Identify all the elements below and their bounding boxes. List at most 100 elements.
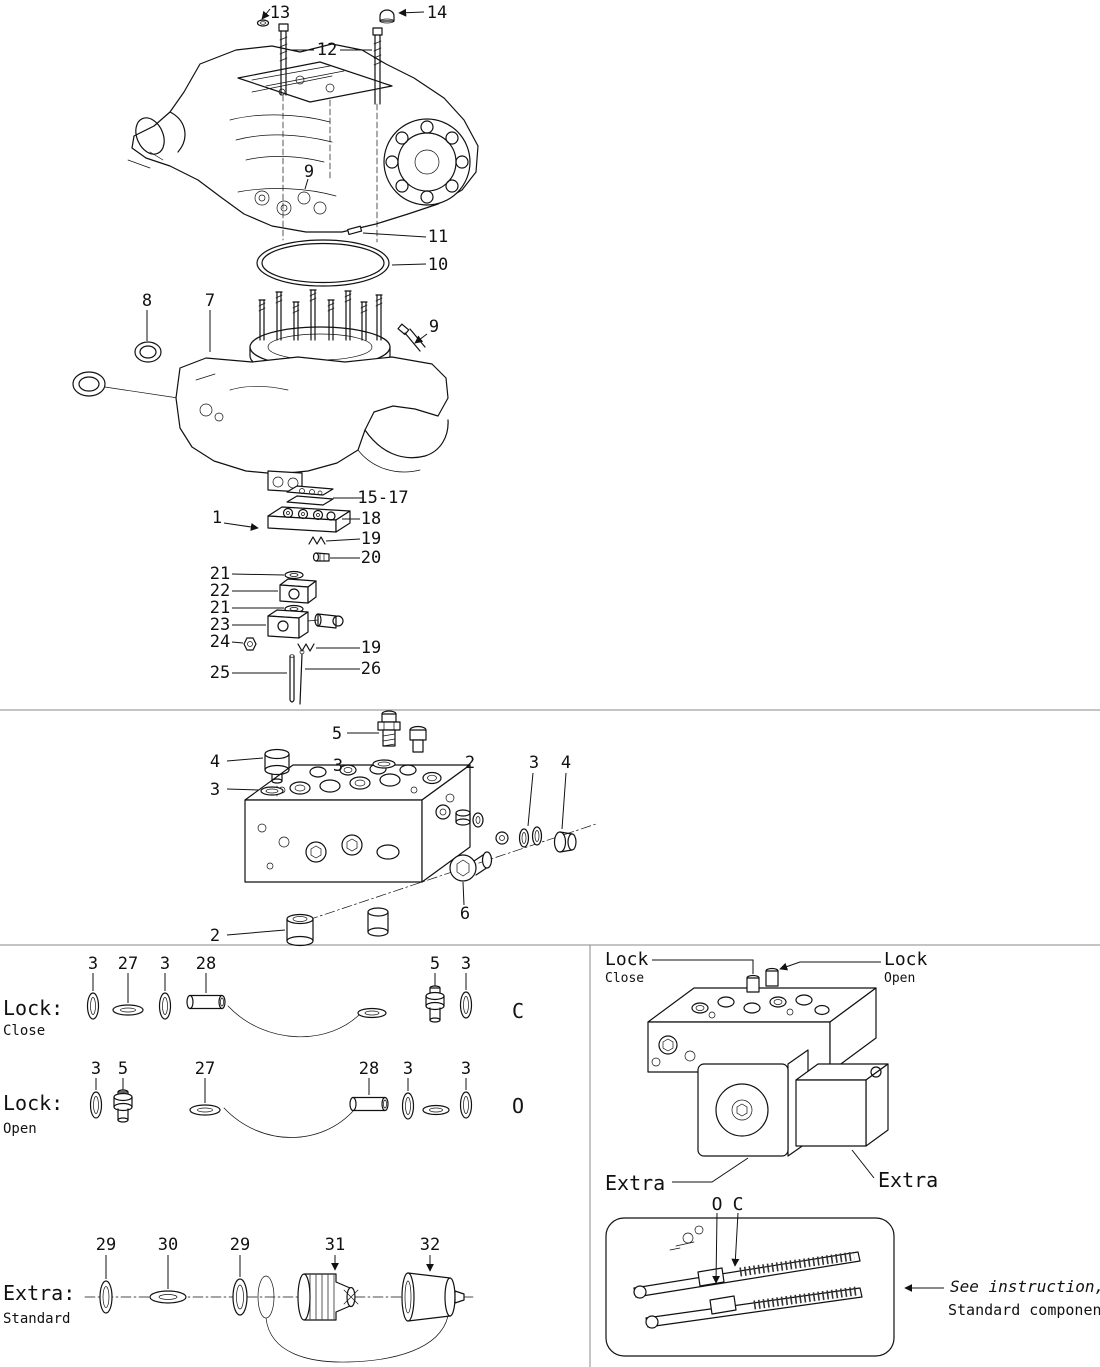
right-valve-block-drawing (647, 967, 877, 1073)
instruction-line1: See instruction, (950, 1277, 1100, 1296)
callout-19a: 19 (361, 529, 381, 549)
lock-close-sublabel: Close (3, 1023, 45, 1039)
callout-15-17: 15-17 (357, 488, 408, 508)
extra-label: Extra: (3, 1281, 75, 1305)
callout-20: 20 (361, 548, 381, 568)
callout-3: 3 (461, 1059, 471, 1079)
callout-3c: 3 (529, 753, 539, 773)
dust-cap-32-drawing (401, 1272, 465, 1322)
extra-left-label: Extra (605, 1171, 665, 1195)
callout-5: 5 (430, 954, 440, 974)
callout-3: 3 (88, 954, 98, 974)
lock-open-label: Lock: (3, 1091, 63, 1115)
callout-3: 3 (91, 1059, 101, 1079)
top-callouts: 13 14 12 11 10 8 7 9 9 15-17 1 18 19 20 … (142, 3, 448, 683)
seal-rings-3-drawing (260, 759, 396, 796)
callout-18: 18 (361, 509, 381, 529)
callout-29a: 29 (96, 1235, 116, 1255)
bracket-housing-drawing (175, 356, 449, 493)
callout-27: 27 (118, 954, 138, 974)
valve-plate-18-drawing (267, 506, 351, 533)
extra-sublabel: Standard (3, 1311, 70, 1327)
washer-13-drawing (256, 19, 270, 27)
callout-14: 14 (427, 3, 447, 23)
gearbox-housing-drawing (127, 43, 479, 243)
section-dividers (0, 709, 1100, 1367)
pin-25-drawing (289, 654, 295, 703)
inset-box: O C (605, 1194, 895, 1357)
right-lock-open-sublabel: Open (884, 971, 915, 986)
valve-stack-21-24-drawing (243, 570, 344, 651)
callout-2a: 2 (465, 753, 475, 773)
screw-20-drawing (312, 552, 330, 562)
extra-right-label: Extra (878, 1168, 938, 1192)
callout-4b: 4 (561, 753, 571, 773)
callout-3b: 3 (210, 780, 220, 800)
callout-7: 7 (205, 291, 215, 311)
callout-11: 11 (428, 227, 448, 247)
callout-32: 32 (420, 1235, 440, 1255)
inset-o-label: O (712, 1194, 723, 1215)
stud-plate-7-drawing (249, 289, 391, 377)
inset-coupler-assembly-drawing (633, 1225, 863, 1329)
spring-19b-drawing (297, 643, 315, 652)
callout-5: 5 (332, 724, 342, 744)
lock-close-row: Lock: Close 3 27 3 28 5 3 C (3, 954, 524, 1039)
o-ring-10-drawing (256, 239, 390, 287)
callout-25: 25 (210, 663, 230, 683)
callout-31: 31 (325, 1235, 345, 1255)
callout-5: 5 (118, 1059, 128, 1079)
callout-6: 6 (460, 904, 470, 924)
hex-plug-6-drawing (449, 851, 493, 882)
right-lock-close-sublabel: Close (605, 971, 644, 986)
roll-pin-11-drawing (347, 225, 363, 236)
cap-4-drawing (264, 748, 290, 800)
right-lock-open-label: Lock (884, 949, 928, 970)
lock-close-label: Lock: (3, 996, 63, 1020)
callout-3a: 3 (333, 756, 343, 776)
bolt-9-drawing (397, 323, 426, 352)
callout-23: 23 (210, 615, 230, 635)
plugs-2b-drawing (286, 907, 389, 947)
bolt-12-pair-drawing (278, 23, 383, 105)
spool-parts-2-3-4-drawing (455, 809, 577, 853)
right-valve-a-drawing (697, 1049, 809, 1157)
cap-nut-14-drawing (379, 9, 395, 24)
right-lock-close-label: Lock (605, 949, 649, 970)
plug-5-drawing (377, 710, 427, 753)
letter-o: O (512, 1094, 524, 1118)
letter-c: C (512, 999, 524, 1023)
inset-c-label: C (733, 1194, 744, 1215)
callout-12: 12 (317, 40, 337, 60)
callout-3: 3 (403, 1059, 413, 1079)
callout-28: 28 (196, 954, 216, 974)
instruction-line2: Standard components (948, 1301, 1100, 1319)
callout-21a: 21 (210, 564, 230, 584)
middle-leader-lines (226, 732, 567, 936)
right-valve-b-drawing (795, 1063, 889, 1147)
callout-2b: 2 (210, 926, 220, 946)
callout-10: 10 (428, 255, 448, 275)
callout-19b: 19 (361, 638, 381, 658)
callout-9a: 9 (304, 162, 314, 182)
plates-15-17-drawing (286, 485, 334, 506)
callout-4a: 4 (210, 752, 220, 772)
callout-28: 28 (359, 1059, 379, 1079)
needle-26-drawing (299, 649, 305, 705)
callout-21b: 21 (210, 598, 230, 618)
right-panel: Lock Close Lock Open Extra Extra (605, 949, 1100, 1357)
callout-26: 26 (361, 659, 381, 679)
middle-callouts: 5 4 3 3 2 3 4 6 2 (210, 724, 571, 946)
rings-8-drawing (72, 341, 179, 399)
callout-1: 1 (212, 508, 222, 528)
callout-27: 27 (195, 1059, 215, 1079)
callout-3: 3 (461, 954, 471, 974)
lock-open-row: Lock: Open 3 5 27 28 3 3 O (3, 1059, 524, 1138)
callout-30: 30 (158, 1235, 178, 1255)
spring-19a-drawing (308, 536, 326, 545)
extra-row: Extra: Standard 29 30 29 31 32 (3, 1235, 476, 1363)
callout-29b: 29 (230, 1235, 250, 1255)
lock-open-sublabel: Open (3, 1121, 37, 1137)
